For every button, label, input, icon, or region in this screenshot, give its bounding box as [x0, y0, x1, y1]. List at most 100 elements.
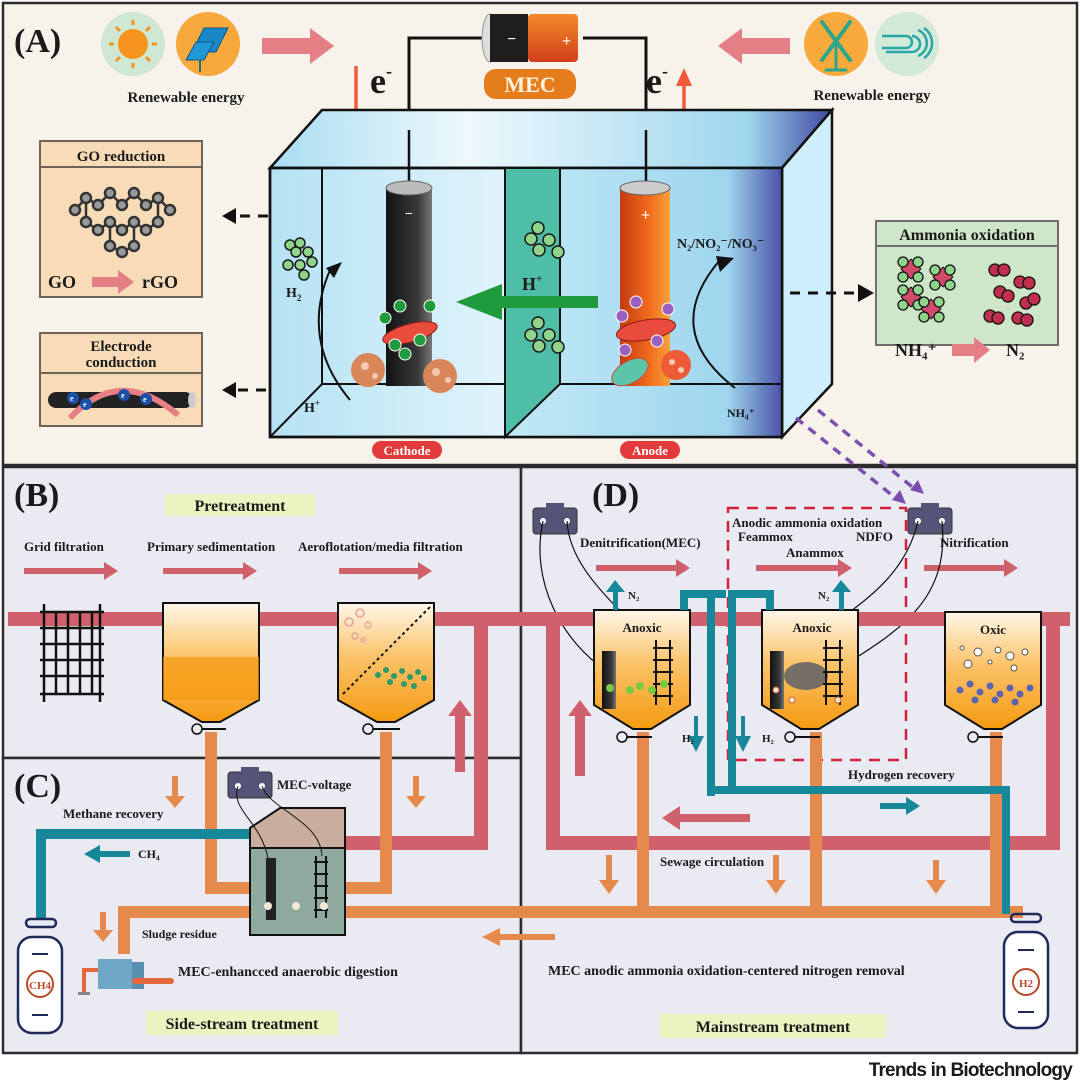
renewable-energy-left: Renewable energy [101, 12, 245, 106]
anode-products-label: N₂/NO₂⁻/NO₃⁻ [677, 237, 764, 252]
pretreatment-banner-bg [165, 494, 315, 516]
wire-anode [583, 36, 648, 130]
wire-cathode [407, 36, 490, 130]
pretreatment-banner: Pretreatment [195, 498, 287, 515]
electron-glyph: e [121, 391, 125, 400]
ammonia-arrow [952, 337, 990, 363]
step-denitrification: Denitrification(MEC) [580, 535, 701, 550]
anodic-oxidation-title: Anodic ammonia oxidation [732, 515, 883, 530]
mainstream-banner-bg [660, 1014, 886, 1038]
mainstream-flow-arrows [596, 559, 1018, 577]
tank-label-oxic: Oxic [980, 622, 1006, 637]
journal-credit: Trends in Biotechnology [868, 1060, 1073, 1081]
nitrogen-molecules-icon [983, 263, 1041, 327]
factory-icon [78, 959, 174, 995]
n2-label-tank1: N₂ [628, 590, 640, 602]
anode-oxidation-arrow [692, 259, 736, 389]
anoxic-tank-1: Anoxic [593, 609, 691, 743]
electron-glyph: e [70, 394, 74, 403]
flotation-tank [337, 602, 435, 735]
panel-link-arrows [794, 408, 918, 502]
electrode-conduction-box: Electrode conduction e e e e [39, 332, 203, 427]
side-stream-banner: Side-stream treatment [166, 1016, 319, 1033]
electron-left: e- [370, 61, 392, 101]
h2-flow-arrows [688, 716, 920, 815]
mec-label: MEC [504, 72, 555, 97]
h2-label: H2 [286, 286, 302, 303]
energy-arrow-left [718, 28, 790, 64]
mainstream-banner: Mainstream treatment [696, 1019, 851, 1036]
electrode-title-line1: Electrode [90, 339, 152, 355]
process-anammox: Anammox [786, 545, 844, 560]
sludge-residue-label: Sludge residue [142, 927, 217, 941]
wind-icon-bg [875, 12, 939, 76]
electron-arrow-up-head [676, 68, 692, 86]
ammonia-oxidation-box: Ammonia oxidation NH₄⁺ N₂ [875, 220, 1059, 363]
panel-b-label: (B) [14, 477, 59, 514]
mec-battery: − + MEC [481, 13, 578, 99]
anode-sign: + [641, 207, 650, 224]
h2-bubbles [282, 237, 318, 281]
hydrogen-tank-icon: H2 [1002, 912, 1050, 1030]
anaerobic-digester [236, 785, 346, 936]
panel-link-arrow-head [910, 480, 924, 494]
h2-formation-arrow [317, 269, 351, 401]
tank-label-anoxic-1: Anoxic [623, 620, 662, 635]
sewage-circulation-label: Sewage circulation [660, 854, 765, 869]
wind-icon [882, 26, 934, 60]
ammonia-link-arrow-head [858, 284, 874, 302]
renewable-energy-right: Renewable energy [804, 12, 939, 104]
sewage-direction-arrows [448, 700, 750, 830]
hydrogen-pipes [680, 590, 1010, 914]
ammonia-oxidation-title: Ammonia oxidation [899, 227, 1035, 244]
membrane-protons [524, 221, 565, 354]
battery-icon [907, 503, 953, 535]
methane-tank-label: CH4 [29, 980, 52, 992]
methane-tank-icon: CH4 [16, 917, 64, 1035]
go-reduction-title: GO reduction [77, 149, 166, 165]
mec-label-bg [484, 69, 576, 99]
methane-pipe [36, 829, 250, 919]
go-link-arrow-head [222, 208, 236, 224]
panel-c-label: (C) [14, 768, 61, 805]
n2-label-tank2: N₂ [818, 590, 830, 602]
h2-formation-arrow-head [326, 262, 342, 278]
go-arrow [92, 270, 134, 294]
n2-vent-arrows [606, 580, 851, 610]
hydrogen-tank-label: H2 [1019, 978, 1034, 990]
panel-a-label: (A) [14, 23, 61, 60]
digestion-label: MEC-enhancced anaerobic digestion [178, 965, 398, 980]
battery-positive: + [562, 33, 571, 50]
anode-bacteria [611, 295, 691, 387]
renewable-energy-right-label: Renewable energy [813, 88, 931, 104]
battery-icon [532, 503, 578, 535]
go-reduction-box: GO reduction GO rGO [39, 140, 203, 298]
methane-arrow [84, 845, 130, 863]
hydrogen-recovery-label: Hydrogen recovery [848, 767, 955, 782]
cathode-label-bg [372, 441, 442, 459]
panel-link-arrow-head [892, 490, 906, 504]
anode-label-bg [620, 441, 680, 459]
wind-turbine-icon [820, 20, 852, 72]
ammonium-molecules-icon [897, 256, 956, 323]
pretreatment-flow-arrows [24, 562, 432, 580]
sedimentation-tank [162, 602, 260, 735]
mainstream-summary: MEC anodic ammonia oxidation-centered ni… [548, 964, 905, 979]
renewable-energy-left-label: Renewable energy [127, 90, 245, 106]
methane-recovery-label: Methane recovery [63, 806, 164, 821]
side-stream-banner-bg [146, 1011, 338, 1035]
process-ndfo: NDFO [856, 529, 893, 544]
electron-glyph: e [83, 400, 87, 409]
electrode-title-line2: conduction [86, 355, 158, 371]
anode-label: Anode [632, 443, 668, 458]
ch4-label: CH₄ [138, 847, 160, 861]
oxic-tank: Oxic [944, 611, 1042, 743]
tank-label-anoxic-2: Anoxic [793, 620, 832, 635]
rgo-label: rGO [142, 272, 178, 292]
membrane-ion-label: H+ [522, 273, 542, 294]
battery-negative: − [507, 31, 516, 48]
grid-filter-icon [40, 604, 104, 702]
ammonium-label: NH₄⁺ [895, 340, 937, 360]
